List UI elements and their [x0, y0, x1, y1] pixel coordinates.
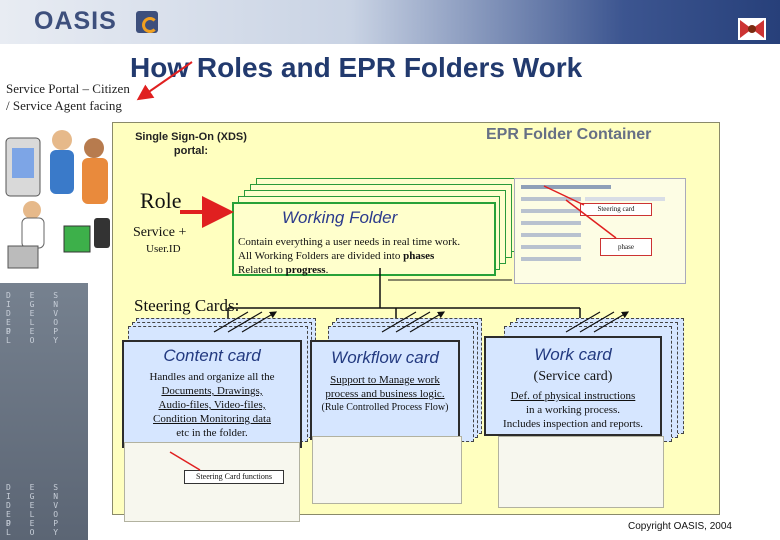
oasis-logo: OASIS [34, 7, 117, 35]
working-folder-box [232, 202, 496, 276]
steering-card-callout: Steering card [580, 203, 652, 216]
wf-line2: All Working Folders are divided into pha… [238, 249, 493, 263]
portal-caption: Service Portal – Citizen / Service Agent… [6, 80, 206, 114]
work-card-line-text: Def. of physical instructions [510, 390, 636, 402]
content-card-line: Audio-files, Video-files, [158, 399, 266, 411]
wf-line2-bold: phases [403, 250, 435, 262]
folder-screenshot-thumbnail [514, 178, 686, 284]
sso-line1: Single Sign-On (XDS) [135, 131, 247, 143]
header-band [0, 0, 780, 44]
work-card [484, 336, 662, 436]
working-folder-title: Working Folder [282, 208, 398, 227]
phase-callout: phase [600, 238, 652, 256]
work-card-line: in a working process. [525, 404, 621, 416]
side-word: D E V E L O P [6, 309, 66, 336]
wf-line3: Related to progress. [238, 263, 493, 277]
content-card-line: Handles and organize all the [149, 371, 275, 383]
work-card-title: Work card [534, 345, 612, 364]
workflow-card-line: Support to Manage work [330, 374, 440, 386]
working-folder-description: Contain everything a user needs in real … [238, 235, 493, 277]
wf-line3-text: Related to [238, 264, 286, 276]
oasis-logo-mark-icon [136, 11, 158, 33]
content-card-line: Condition Monitoring data [153, 413, 271, 425]
workflow-card-title: Workflow card [331, 348, 439, 367]
thumbnail-row [521, 257, 581, 261]
work-card-description: Def. of physical instructions in a worki… [486, 389, 660, 431]
side-word: D E P L O Y [6, 519, 66, 537]
side-word: D E S I G N [6, 291, 66, 309]
work-card-screenshot [498, 436, 664, 508]
workflow-card-line: process and business logic. [325, 388, 445, 400]
service-label: Service + [133, 225, 187, 240]
work-card-line: Includes inspection and reports. [503, 418, 643, 430]
wf-line1: Contain everything a user needs in real … [238, 236, 461, 248]
workflow-card-line: (Rule Controlled Process Flow) [321, 402, 449, 413]
thumbnail-row [521, 209, 581, 213]
thumbnail-row [585, 197, 665, 201]
side-strip: D E S I G N D E V E L O P D E P L O Y D … [0, 283, 88, 540]
side-word: D E V E L O P [6, 501, 66, 528]
steering-cards-heading: Steering Cards: [134, 296, 240, 315]
work-card-line: Def. of physical instructions [486, 389, 660, 403]
workflow-card [310, 340, 460, 440]
thumbnail-row [521, 233, 581, 237]
userid-label: User.ID [146, 243, 181, 255]
users-illustration-icon [5, 130, 110, 269]
content-card [122, 340, 302, 448]
sso-line2: portal: [173, 145, 209, 157]
wf-line3-end: . [325, 264, 329, 276]
sso-portal-label: Single Sign-On (XDS) portal: [122, 130, 260, 158]
thumbnail-row [521, 185, 611, 189]
thumbnail-row [521, 221, 581, 225]
portal-caption-line1: Service Portal – Citizen [6, 81, 130, 96]
copyright: Copyright OASIS, 2004 [628, 521, 732, 532]
work-card-subtitle: (Service card) [533, 369, 613, 384]
corner-emblem-icon [738, 18, 766, 40]
workflow-card-description: Support to Manage work process and busin… [312, 373, 458, 415]
epr-container-title: EPR Folder Container [486, 126, 652, 143]
role-label: Role [140, 188, 182, 213]
content-card-title: Content card [163, 346, 261, 365]
steering-card-functions-callout: Steering Card functions [184, 470, 284, 484]
content-card-description: Handles and organize all the Documents, … [124, 370, 300, 440]
side-word: D E P L O Y [6, 327, 66, 345]
thumbnail-row [521, 197, 581, 201]
content-card-line: etc in the folder. [176, 427, 248, 439]
content-card-line: Documents, Drawings, [161, 385, 263, 397]
slide-title: How Roles and EPR Folders Work [130, 52, 583, 83]
thumbnail-row [521, 245, 581, 249]
wf-line2-text: All Working Folders are divided into [238, 250, 404, 262]
portal-caption-line2: / Service Agent facing [6, 98, 122, 113]
side-word: D E S I G N [6, 483, 66, 501]
wf-line3-bold: progress [285, 264, 326, 276]
workflow-card-screenshot [312, 436, 462, 504]
